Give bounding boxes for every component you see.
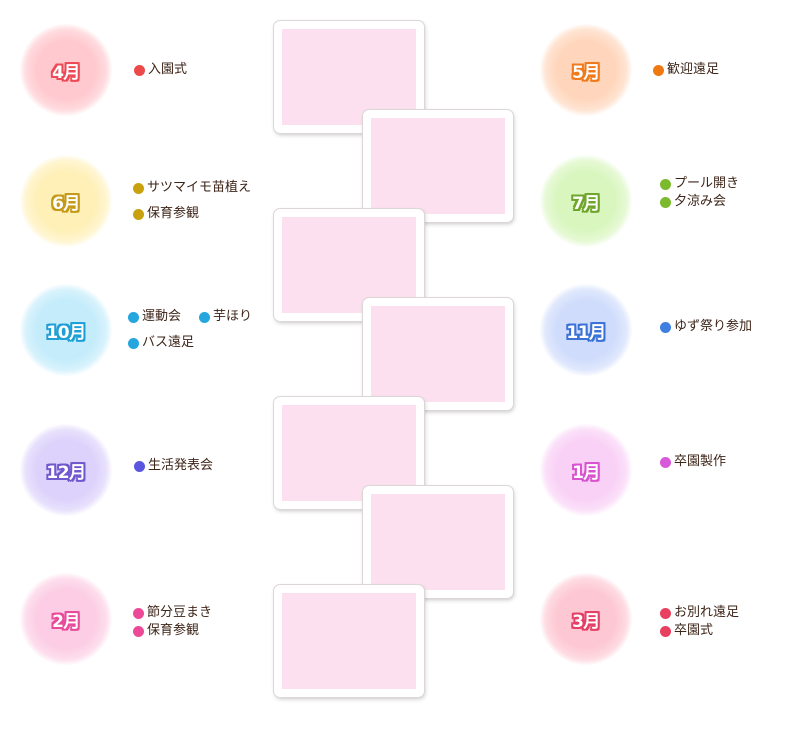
month-circle-apr: 4月 xyxy=(20,24,112,116)
month-circle-jan: 1月 xyxy=(540,424,632,516)
photo-placeholder xyxy=(282,405,416,501)
month-label: 2月 xyxy=(52,611,80,632)
photo-placeholder xyxy=(371,494,505,590)
photo-placeholder xyxy=(282,29,416,125)
event-text: 卒園製作 xyxy=(674,454,727,469)
event-list-jul: プール開き 夕涼み会 xyxy=(660,175,739,211)
month-label: 12月 xyxy=(46,462,86,483)
event-item: ゆず祭り参加 xyxy=(660,318,752,336)
month-circle-jun: 6月 xyxy=(20,155,112,247)
photo-frame-4 xyxy=(363,298,513,410)
bullet-dot-icon xyxy=(133,607,144,619)
photo-frame-6 xyxy=(363,486,513,598)
event-item: サツマイモ苗植え xyxy=(133,175,251,201)
month-label: 7月 xyxy=(572,193,600,214)
event-list-apr: 入園式 xyxy=(134,61,187,79)
event-text: サツマイモ苗植え xyxy=(147,180,252,195)
bullet-dot-icon xyxy=(133,625,144,637)
month-label: 10月 xyxy=(46,322,86,343)
event-text: 生活発表会 xyxy=(148,458,214,473)
bullet-dot-icon xyxy=(660,321,671,333)
month-label: 11月 xyxy=(566,322,606,343)
event-text: 卒園式 xyxy=(674,623,714,638)
month-label: 6月 xyxy=(52,193,80,214)
month-circle-mar: 3月 xyxy=(540,573,632,665)
bullet-dot-icon xyxy=(134,460,145,472)
month-circle-nov: 11月 xyxy=(540,284,632,376)
event-list-dec: 生活発表会 xyxy=(134,457,213,475)
event-item: プール開き xyxy=(660,175,739,193)
event-text: ゆず祭り参加 xyxy=(674,319,753,334)
event-item: 保育参観 xyxy=(133,201,251,227)
bullet-dot-icon xyxy=(653,64,664,76)
event-item: 生活発表会 xyxy=(134,457,213,475)
event-list-oct: 運動会 芋ほり バス遠足 xyxy=(128,304,252,356)
month-circle-feb: 2月 xyxy=(20,573,112,665)
event-item: 歓迎遠足 xyxy=(653,61,719,79)
event-text: 節分豆まき xyxy=(147,605,213,620)
event-text: お別れ遠足 xyxy=(674,605,740,620)
month-circle-dec: 12月 xyxy=(20,424,112,516)
bullet-dot-icon xyxy=(133,208,144,220)
event-text: 入園式 xyxy=(148,62,188,77)
event-item: 入園式 xyxy=(134,61,187,79)
event-item: お別れ遠足 xyxy=(660,604,739,622)
month-circle-jul: 7月 xyxy=(540,155,632,247)
event-list-feb: 節分豆まき 保育参観 xyxy=(133,604,212,640)
photo-placeholder xyxy=(371,118,505,214)
bullet-dot-icon xyxy=(660,607,671,619)
event-item: 卒園製作 xyxy=(660,453,726,471)
photo-placeholder xyxy=(371,306,505,402)
event-item: 卒園式 xyxy=(660,622,739,640)
event-item: バス遠足 xyxy=(128,330,252,356)
bullet-dot-icon xyxy=(128,337,139,349)
month-label: 3月 xyxy=(572,611,600,632)
photo-placeholder xyxy=(282,217,416,313)
event-text: 芋ほり xyxy=(213,309,253,324)
photo-placeholder xyxy=(282,593,416,689)
bullet-dot-icon xyxy=(660,196,671,208)
event-list-may: 歓迎遠足 xyxy=(653,61,719,79)
event-item: 節分豆まき xyxy=(133,604,212,622)
bullet-dot-icon xyxy=(134,64,145,76)
month-circle-may: 5月 xyxy=(540,24,632,116)
photo-frame-7 xyxy=(274,585,424,697)
event-item: 保育参観 xyxy=(133,622,212,640)
event-item: 芋ほり xyxy=(199,304,252,330)
event-text: 夕涼み会 xyxy=(674,194,727,209)
event-text: 運動会 xyxy=(142,309,182,324)
event-item: 夕涼み会 xyxy=(660,193,739,211)
event-list-jan: 卒園製作 xyxy=(660,453,726,471)
bullet-dot-icon xyxy=(133,182,144,194)
month-label: 4月 xyxy=(52,62,80,83)
bullet-dot-icon xyxy=(660,178,671,190)
photo-frame-1 xyxy=(274,21,424,133)
bullet-dot-icon xyxy=(199,311,211,323)
event-list-jun: サツマイモ苗植え 保育参観 xyxy=(133,175,251,227)
bullet-dot-icon xyxy=(128,311,139,323)
event-text: 保育参観 xyxy=(147,206,200,221)
event-list-mar: お別れ遠足 卒園式 xyxy=(660,604,739,640)
event-item: 運動会 xyxy=(128,304,181,330)
photo-frame-2 xyxy=(363,110,513,222)
event-list-nov: ゆず祭り参加 xyxy=(660,318,752,336)
month-label: 5月 xyxy=(572,62,600,83)
event-text: プール開き xyxy=(674,176,740,191)
event-text: バス遠足 xyxy=(142,335,195,350)
bullet-dot-icon xyxy=(660,456,671,468)
event-text: 歓迎遠足 xyxy=(667,62,720,77)
bullet-dot-icon xyxy=(660,625,671,637)
month-circle-oct: 10月 xyxy=(20,284,112,376)
month-label: 1月 xyxy=(572,462,600,483)
event-text: 保育参観 xyxy=(147,623,200,638)
